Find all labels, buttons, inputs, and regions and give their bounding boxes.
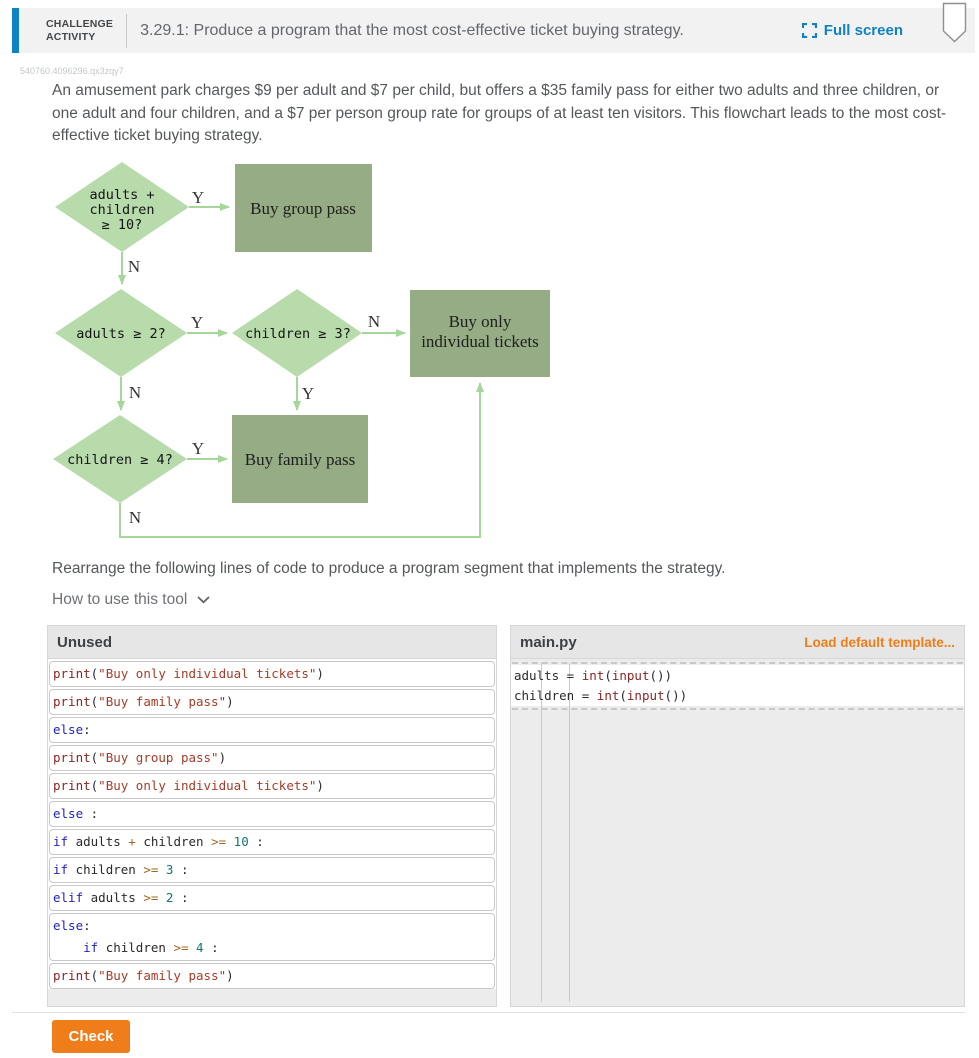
decision-adults: adults ≥ 2? <box>55 289 187 377</box>
main-py-drop-area[interactable]: adults = int(input()) children = int(inpu… <box>511 659 964 1006</box>
decision-group-size: adults + children ≥ 10? <box>55 162 189 252</box>
code-line-item[interactable]: else : <box>49 801 495 827</box>
label-yes: Y <box>191 313 203 332</box>
unused-panel-header: Unused <box>48 626 496 659</box>
placed-code-line[interactable]: children = int(input()) <box>514 688 688 703</box>
action-buy-group-pass: Buy group pass <box>235 164 372 252</box>
label-no: N <box>128 257 140 276</box>
code-line: print("Buy family pass") <box>53 694 234 709</box>
how-to-use-tool-label: How to use this tool <box>52 591 188 608</box>
action-buy-family-pass: Buy family pass <box>232 415 368 503</box>
code-line-item[interactable]: print("Buy group pass") <box>49 745 495 771</box>
code-line-item[interactable]: if children >= 3 : <box>49 857 495 883</box>
badge-line2: ACTIVITY <box>46 30 96 43</box>
code-line: print("Buy only individual tickets") <box>53 778 324 793</box>
problem-text: An amusement park charges $9 per adult a… <box>52 82 947 144</box>
chevron-down-icon <box>197 596 210 604</box>
placed-code-line[interactable]: adults = int(input()) <box>514 668 673 683</box>
code-line: if children >= 4 : <box>83 940 219 955</box>
rearrange-instruction: Rearrange the following lines of code to… <box>52 560 726 577</box>
svg-text:Buy group pass: Buy group pass <box>250 199 356 218</box>
main-py-panel-header: main.py Load default template... <box>511 626 964 659</box>
main-code-lines: adults = int(input()) children = int(inpu… <box>511 666 964 706</box>
how-to-use-tool-toggle[interactable]: How to use this tool <box>52 591 210 609</box>
branch-labels: Y N Y N N Y Y N <box>128 188 380 527</box>
action-buy-individual-tickets: Buy only individual tickets <box>410 290 550 377</box>
label-yes: Y <box>192 439 204 458</box>
code-line: print("Buy only individual tickets") <box>53 666 324 681</box>
code-line: print("Buy group pass") <box>53 750 227 765</box>
activity-header: CHALLENGE ACTIVITY 3.29.1: Produce a pro… <box>12 8 975 53</box>
code-line: if children >= 3 : <box>53 862 189 877</box>
label-yes: Y <box>192 188 204 207</box>
code-line: elif adults >= 2 : <box>53 890 189 905</box>
code-line-item[interactable]: if adults + children >= 10 : <box>49 829 495 855</box>
section-divider <box>12 1012 965 1013</box>
code-line-item[interactable]: elif adults >= 2 : <box>49 885 495 911</box>
fullscreen-icon <box>801 23 817 38</box>
label-no: N <box>129 383 141 402</box>
badge-line1: CHALLENGE <box>46 17 114 30</box>
label-yes: Y <box>302 384 314 403</box>
placed-code-block <box>511 665 964 706</box>
activity-title: 3.29.1: Produce a program that the most … <box>140 21 684 39</box>
main-py-title: main.py <box>520 633 577 651</box>
decision-group-size-line2: children <box>89 202 154 218</box>
svg-text:adults ≥ 2?: adults ≥ 2? <box>76 326 165 342</box>
shield-icon <box>942 2 967 43</box>
label-no: N <box>368 312 380 331</box>
code-line-item[interactable]: print("Buy only individual tickets") <box>49 773 495 799</box>
decision-group-size-line3: ≥ 10? <box>102 217 143 233</box>
code-line-item[interactable]: else: <box>49 717 495 743</box>
code-line: else: <box>53 918 91 933</box>
svg-text:children ≥ 3?: children ≥ 3? <box>245 326 351 342</box>
fullscreen-label: Full screen <box>823 22 903 39</box>
unused-panel-title: Unused <box>57 633 113 651</box>
svg-text:individual tickets: individual tickets <box>421 332 539 351</box>
code-line: print("Buy family pass") <box>53 968 234 983</box>
header-divider <box>126 13 128 48</box>
label-no: N <box>129 508 141 527</box>
code-line: else: <box>53 722 91 737</box>
svg-text:Buy family pass: Buy family pass <box>245 450 356 469</box>
code-line: else : <box>53 806 99 821</box>
svg-text:children ≥ 4?: children ≥ 4? <box>67 452 173 468</box>
decision-children-4: children ≥ 4? <box>53 415 187 503</box>
svg-text:Buy only: Buy only <box>449 312 512 331</box>
unused-panel: Unused print("Buy only individual ticket… <box>47 625 497 1007</box>
indent-guide <box>541 663 542 1002</box>
code-line: if adults + children >= 10 : <box>53 834 264 849</box>
decision-children-3: children ≥ 3? <box>232 289 362 377</box>
check-button[interactable]: Check <box>52 1020 130 1053</box>
drop-zone-divider <box>512 662 963 664</box>
code-line-item[interactable]: else: if children >= 4 : <box>49 913 495 961</box>
decision-group-size-line1: adults + <box>89 187 154 203</box>
drop-zone-divider <box>512 708 963 710</box>
load-default-template-link[interactable]: Load default template... <box>804 634 955 650</box>
flow-connectors <box>117 203 484 538</box>
content-resource-id: 540760.4096296.qx3zqy7 <box>20 66 124 76</box>
code-line-item[interactable]: print("Buy family pass") <box>49 689 495 715</box>
flowchart: adults + children ≥ 10? Buy group pass a… <box>0 155 600 552</box>
unused-list: print("Buy only individual tickets") prin… <box>48 659 496 989</box>
code-line-item[interactable]: print("Buy only individual tickets") <box>49 661 495 687</box>
fullscreen-button[interactable]: Full screen <box>801 22 903 39</box>
indent-guide <box>569 663 570 1002</box>
challenge-activity-badge: CHALLENGE ACTIVITY <box>46 18 113 44</box>
code-line-item[interactable]: print("Buy family pass") <box>49 963 495 989</box>
main-py-panel: main.py Load default template... adults … <box>510 625 965 1007</box>
